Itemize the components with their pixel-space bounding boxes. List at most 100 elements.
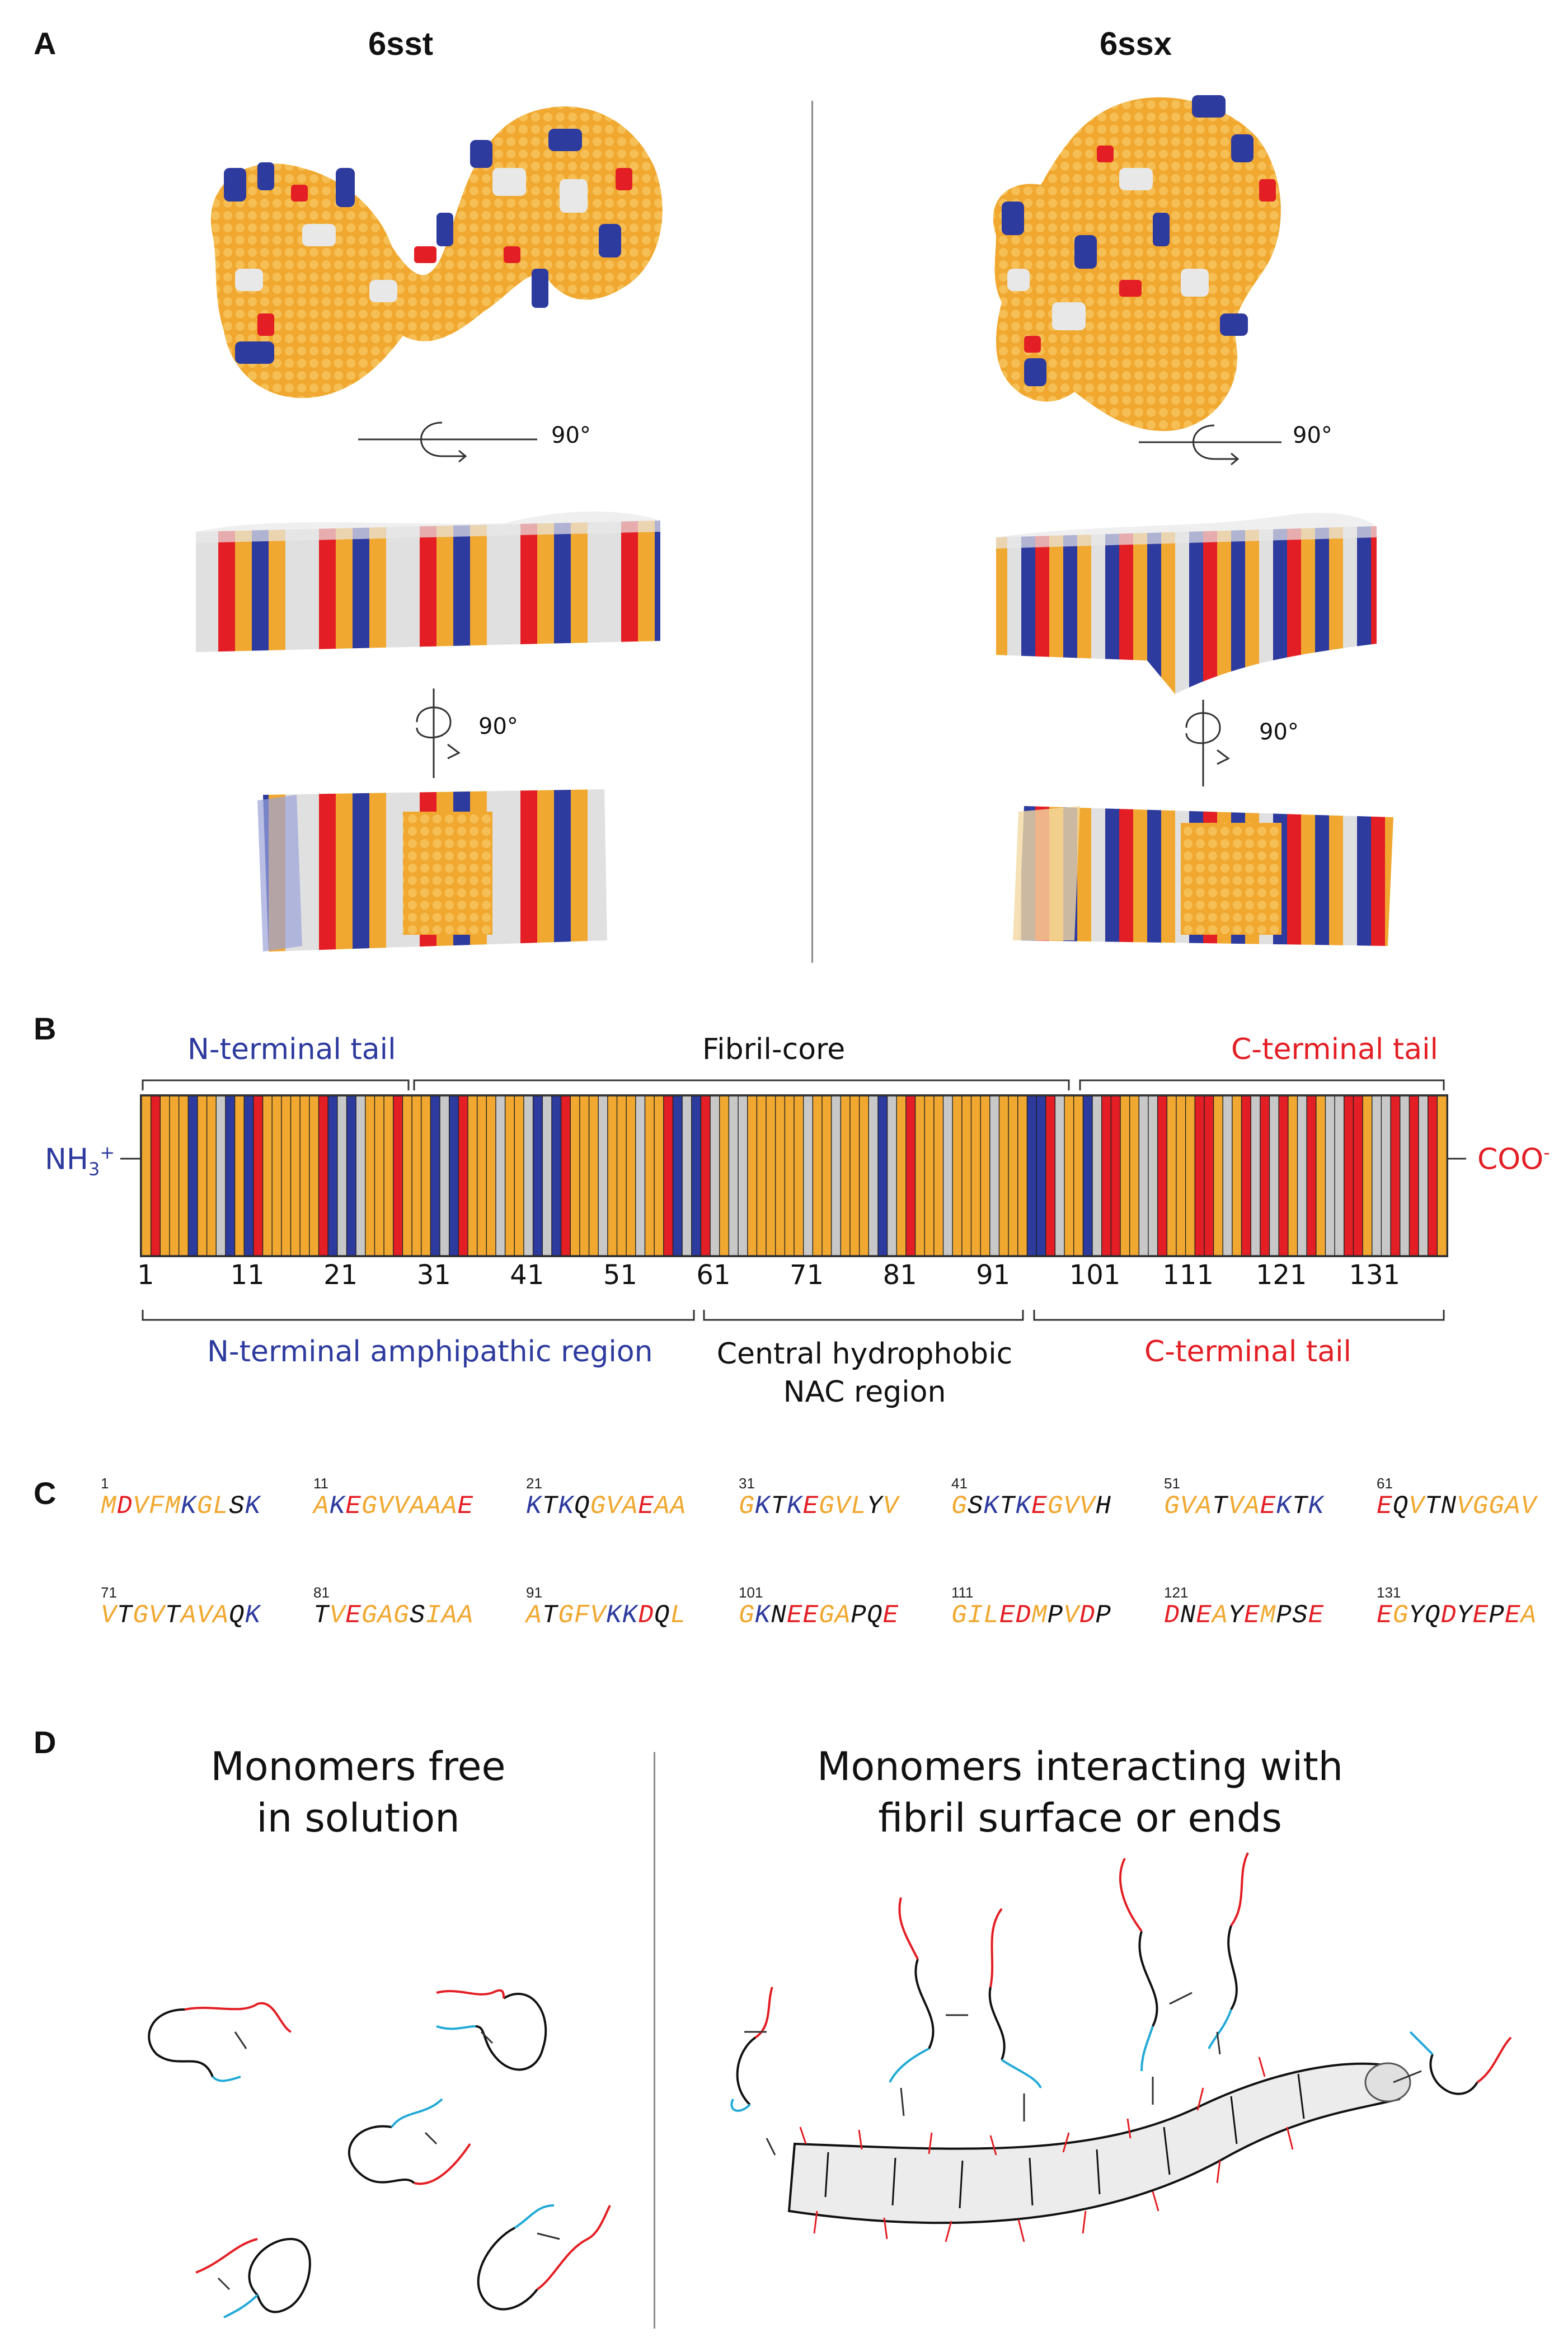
residue-letter: V — [1409, 1492, 1425, 1521]
residue-letter: T — [116, 1601, 133, 1630]
residue-letter: K — [245, 1492, 261, 1521]
left-bottom-view — [257, 789, 607, 952]
residue-letter: E — [1377, 1492, 1393, 1521]
residue-letter: Y — [1228, 1601, 1245, 1630]
tick-label-101: 101 — [1069, 1259, 1121, 1291]
residue-letter: A — [670, 1492, 687, 1521]
residue-letter: V — [101, 1601, 117, 1630]
residue-letter: A — [1244, 1492, 1260, 1521]
residue-letter: N — [1180, 1601, 1196, 1630]
left-rotation-arrow-1 — [358, 421, 537, 463]
panel-a-structures — [196, 95, 1393, 952]
residue-letter: M — [1260, 1601, 1276, 1630]
residue-letter: K — [1308, 1492, 1325, 1521]
residue-letter: M — [1031, 1601, 1048, 1630]
fibril-monomer-1 — [730, 1987, 773, 2112]
sequence-block-131: EGYQDYEPEA — [1377, 1601, 1537, 1630]
residue-letter: S — [967, 1492, 984, 1521]
tick-label-131: 131 — [1349, 1259, 1401, 1291]
right-rotation-label-1: 90° — [1293, 423, 1332, 448]
residue-letter: G — [951, 1492, 968, 1521]
fibril-monomer-2 — [889, 1897, 935, 2083]
residue-letter: A — [457, 1601, 474, 1630]
residue-letter: A — [1212, 1601, 1228, 1630]
nh3-text: NH — [45, 1142, 88, 1177]
sequence-block-21: KTKQGVAEAA — [526, 1492, 686, 1521]
residue-letter: G — [819, 1601, 835, 1630]
residue-letter: E — [786, 1601, 803, 1630]
residue-letter: E — [1472, 1601, 1489, 1630]
residue-letter: V — [834, 1492, 851, 1521]
residue-letter: V — [133, 1492, 149, 1521]
residue-letter: E — [999, 1601, 1016, 1630]
residue-letter: L — [851, 1492, 867, 1521]
residue-letter: E — [457, 1492, 474, 1521]
residue-letter: Q — [1392, 1492, 1409, 1521]
central-hydrophobic-label: Central hydrophobic NAC region — [700, 1335, 1030, 1411]
interacting-monomers-title: Monomers interacting with fibril surface… — [772, 1741, 1388, 1844]
residue-letter: G — [739, 1601, 755, 1630]
nh3-subscript: 3 — [88, 1158, 100, 1180]
free-monomer-5 — [477, 2204, 611, 2311]
tick-label-31: 31 — [416, 1259, 451, 1291]
sequence-number-61: 61 — [1377, 1475, 1393, 1492]
residue-letter: G — [1472, 1492, 1489, 1521]
sequence-block-51: GVATVAEKTK — [1164, 1492, 1324, 1521]
residue-letter: V — [148, 1601, 165, 1630]
residue-letter: K — [983, 1492, 999, 1521]
residue-letter: V — [1063, 1492, 1079, 1521]
panel-b-letter: B — [34, 1011, 57, 1046]
panel-a-divider — [811, 101, 813, 963]
residue-letter: K — [622, 1601, 639, 1630]
residue-letter: P — [851, 1601, 867, 1630]
free-monomer-3 — [348, 2098, 471, 2185]
residue-letter: A — [425, 1492, 442, 1521]
residue-letter: P — [1276, 1601, 1292, 1630]
sequence-block-121: DNEAYEMPSE — [1164, 1601, 1324, 1630]
free-monomers-title-line-1: Monomers free — [210, 1744, 506, 1790]
residue-letter: E — [1196, 1601, 1212, 1630]
sequence-number-1: 1 — [101, 1475, 109, 1492]
residue-letter: G — [361, 1601, 378, 1630]
panel-a-letter: A — [34, 26, 57, 61]
residue-140-bar — [1436, 1096, 1447, 1256]
residue-letter: L — [213, 1492, 229, 1521]
fibril-monomer-6 — [1409, 2031, 1512, 2095]
right-side-view — [996, 513, 1377, 694]
fibril — [787, 2057, 1411, 2242]
residue-letter: G — [1047, 1492, 1064, 1521]
residue-letter: P — [1095, 1601, 1112, 1630]
free-monomers-title-line-2: in solution — [256, 1795, 460, 1841]
residue-letter: I — [425, 1601, 442, 1630]
left-side-view — [196, 511, 660, 652]
residue-letter: V — [1180, 1492, 1196, 1521]
residue-letter: E — [802, 1601, 819, 1630]
sequence-number-91: 91 — [526, 1584, 542, 1601]
tick-label-91: 91 — [976, 1259, 1011, 1291]
sequence-block-1: MDVFMKGLSK — [101, 1492, 261, 1521]
right-top-view — [993, 95, 1281, 431]
residue-letter: T — [165, 1601, 181, 1630]
right-bottom-view — [1013, 806, 1393, 946]
residue-letter: V — [329, 1601, 346, 1630]
residue-letter: A — [181, 1601, 197, 1630]
left-rotation-label-1: 90° — [551, 423, 591, 448]
residue-letter: Q — [866, 1601, 883, 1630]
right-rotation-arrow-2 — [1185, 700, 1230, 786]
central-hydrophobic-line-1: Central hydrophobic — [716, 1337, 1013, 1371]
residue-letter: M — [101, 1492, 117, 1521]
residue-letter: N — [771, 1601, 787, 1630]
right-structure-title: 6ssx — [1100, 26, 1172, 62]
residue-letter: E — [638, 1492, 654, 1521]
residue-letter: G — [558, 1601, 574, 1630]
residue-letter: D — [1164, 1601, 1180, 1630]
sequence-block-91: ATGFVKKDQL — [526, 1601, 686, 1630]
residue-letter: V — [1079, 1492, 1096, 1521]
residue-letter: A — [441, 1601, 458, 1630]
residue-letter: K — [606, 1601, 622, 1630]
residue-letter: N — [1440, 1492, 1457, 1521]
residue-letter: A — [526, 1601, 542, 1630]
residue-letter: H — [1095, 1492, 1112, 1521]
sequence-number-11: 11 — [313, 1475, 328, 1492]
